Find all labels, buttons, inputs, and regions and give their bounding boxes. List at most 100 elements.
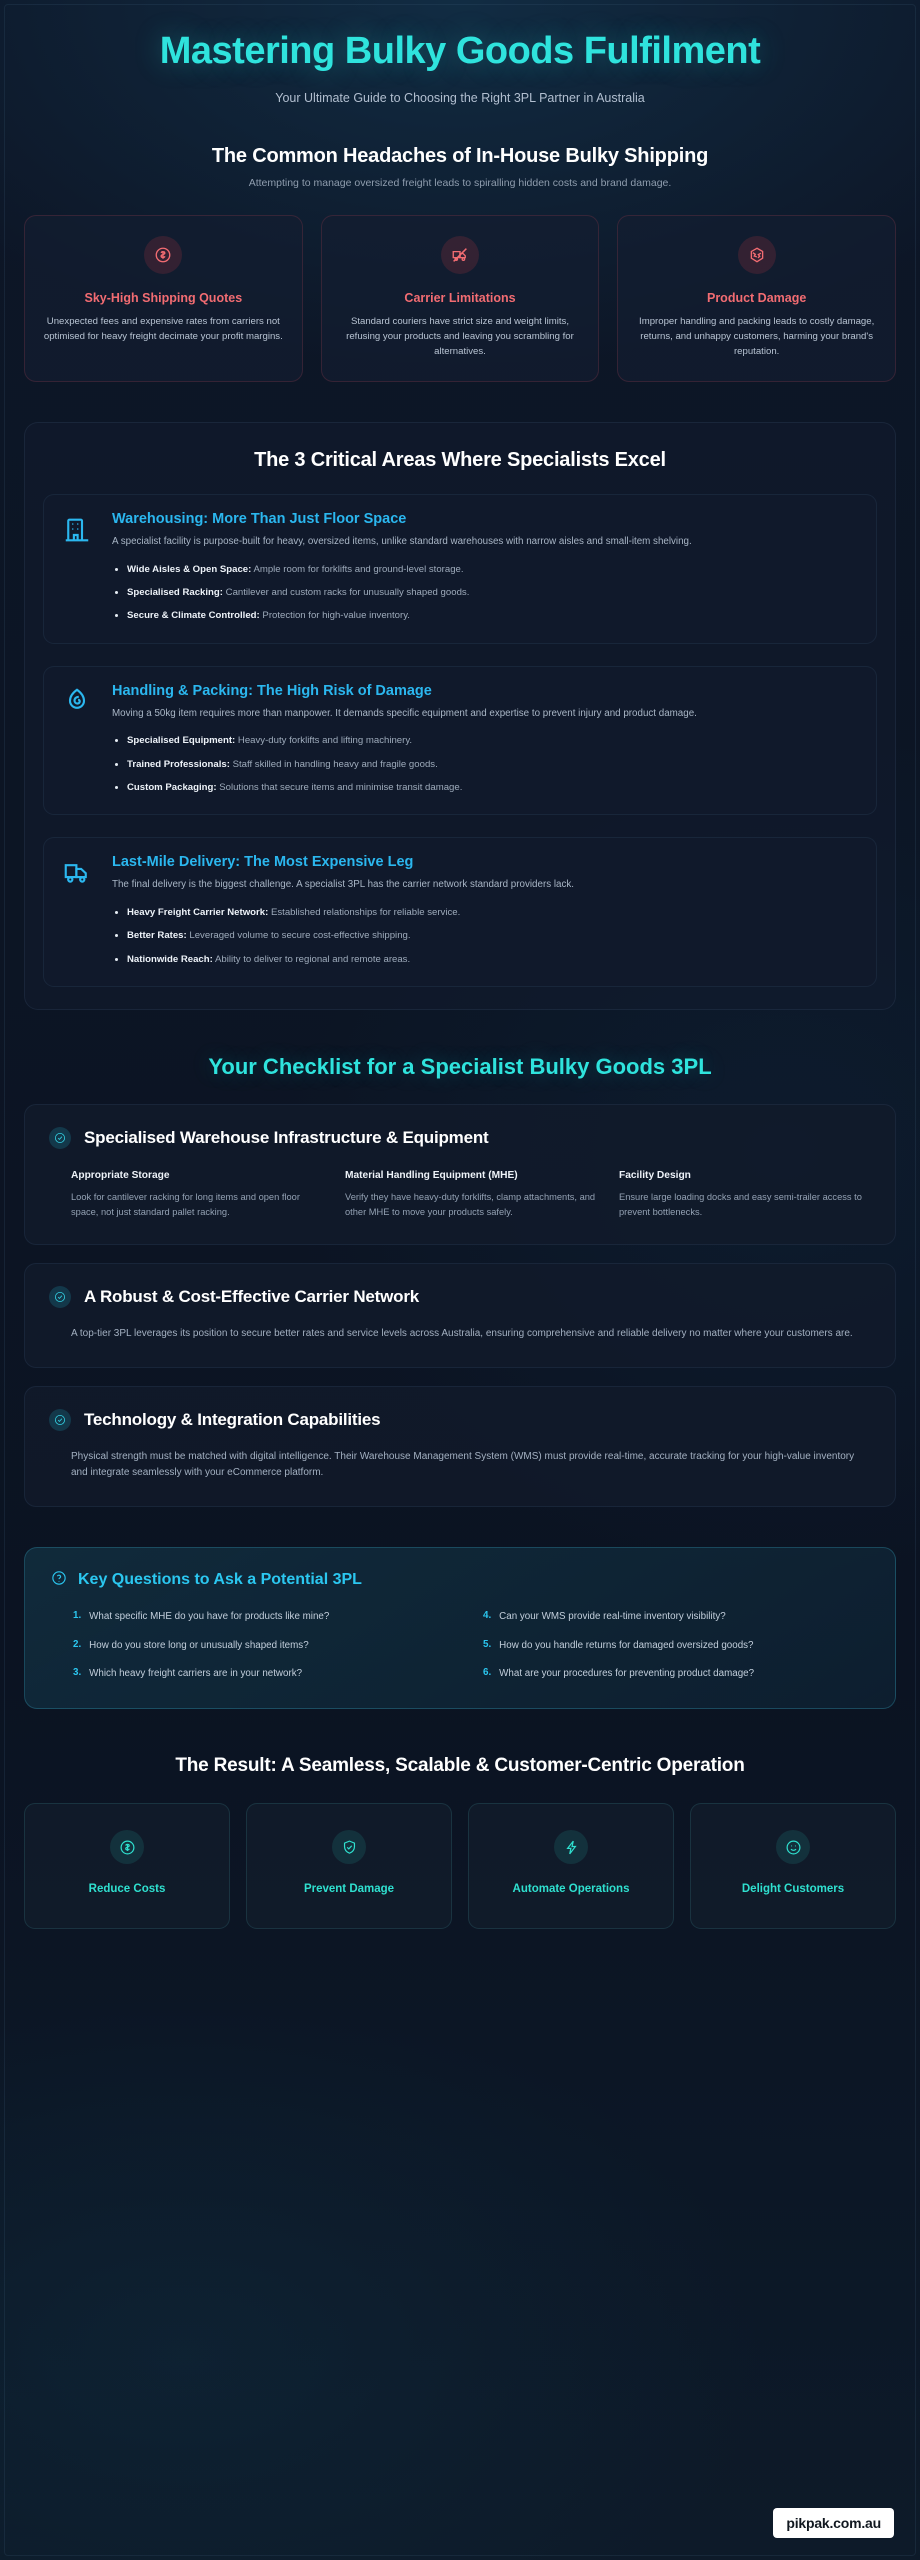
result-grid: Reduce Costs Prevent Damage Automate Ope… xyxy=(24,1803,896,1929)
bullet-item: Specialised Equipment: Heavy-duty forkli… xyxy=(112,734,858,748)
bullet-text: Solutions that secure items and minimise… xyxy=(219,782,463,794)
checklist-card-header: Technology & Integration Capabilities xyxy=(49,1408,871,1431)
checklist-card-header: A Robust & Cost-Effective Carrier Networ… xyxy=(49,1286,871,1309)
question-circle-icon xyxy=(51,1570,67,1591)
result-card: Prevent Damage xyxy=(246,1803,452,1929)
bullet-label: Trained Professionals: xyxy=(127,758,230,770)
critical-area-bullets: Wide Aisles & Open Space: Ample room for… xyxy=(112,563,858,624)
headache-card-body: Standard couriers have strict size and w… xyxy=(346,316,574,357)
key-question-number: 4. xyxy=(483,1609,492,1621)
bullet-text: Staff skilled in handling heavy and frag… xyxy=(232,758,438,770)
broken-box-icon xyxy=(737,235,776,274)
delivery-truck-icon xyxy=(62,854,96,969)
bullet-label: Heavy Freight Carrier Network: xyxy=(127,906,269,918)
headache-card-title: Carrier Limitations xyxy=(404,290,516,305)
key-question-number: 1. xyxy=(73,1609,82,1621)
hero-section: Mastering Bulky Goods Fulfilment Your Ul… xyxy=(0,0,920,111)
result-card-label: Prevent Damage xyxy=(303,1883,395,1896)
shield-check-icon xyxy=(332,1830,366,1865)
zap-icon xyxy=(554,1830,588,1865)
bullet-label: Secure & Climate Controlled: xyxy=(127,610,260,622)
checklist-card: Technology & Integration Capabilities Ph… xyxy=(24,1385,896,1507)
result-card-label: Reduce Costs xyxy=(88,1883,166,1896)
checklist-card-header: Specialised Warehouse Infrastructure & E… xyxy=(49,1127,871,1150)
page-subtitle: Your Ultimate Guide to Choosing the Righ… xyxy=(275,90,645,105)
bullet-item: Specialised Racking: Cantilever and cust… xyxy=(112,586,858,600)
bullet-text: Protection for high-value inventory. xyxy=(262,610,410,622)
check-circle-icon xyxy=(49,1127,71,1150)
result-title: The Result: A Seamless, Scalable & Custo… xyxy=(175,1755,745,1777)
bullet-label: Better Rates: xyxy=(127,930,187,942)
key-question-text: How do you handle returns for damaged ov… xyxy=(499,1639,754,1651)
critical-area-title: Handling & Packing: The High Risk of Dam… xyxy=(112,682,432,699)
check-circle-icon xyxy=(49,1286,71,1309)
result-card-label: Delight Customers xyxy=(741,1883,845,1896)
no-truck-icon xyxy=(440,235,479,274)
key-questions-grid: 1. What specific MHE do you have for pro… xyxy=(51,1610,869,1682)
key-question-item: 1. What specific MHE do you have for pro… xyxy=(73,1610,459,1625)
checklist-card-title: Technology & Integration Capabilities xyxy=(84,1409,381,1429)
checklist-card-title: A Robust & Cost-Effective Carrier Networ… xyxy=(84,1287,420,1307)
key-question-text: Can your WMS provide real-time inventory… xyxy=(499,1610,726,1622)
key-question-number: 2. xyxy=(73,1638,82,1650)
result-card: Automate Operations xyxy=(468,1803,674,1929)
key-question-number: 6. xyxy=(483,1667,492,1679)
critical-area-body: Last-Mile Delivery: The Most Expensive L… xyxy=(112,854,858,969)
key-questions-section: Key Questions to Ask a Potential 3PL 1. … xyxy=(0,1525,920,1710)
result-card-label: Automate Operations xyxy=(512,1883,630,1896)
bullet-label: Specialised Racking: xyxy=(127,587,223,599)
key-question-number: 3. xyxy=(73,1667,82,1679)
headaches-card-grid: Sky-High Shipping Quotes Unexpected fees… xyxy=(24,214,896,383)
bullet-label: Custom Packaging: xyxy=(127,782,217,794)
bullet-item: Better Rates: Leveraged volume to secure… xyxy=(112,929,858,943)
checklist-card-title: Specialised Warehouse Infrastructure & E… xyxy=(84,1128,489,1148)
critical-area-body: Warehousing: More Than Just Floor Space … xyxy=(112,511,858,626)
checklist-column-body: Verify they have heavy-duty forklifts, c… xyxy=(345,1192,596,1218)
critical-area-desc: A specialist facility is purpose-built f… xyxy=(112,536,692,548)
critical-area-title: Warehousing: More Than Just Floor Space xyxy=(112,511,407,528)
watermark-badge: pikpak.com.au xyxy=(773,2508,894,2538)
critical-area-bullets: Specialised Equipment: Heavy-duty forkli… xyxy=(112,734,858,795)
critical-area-title: Last-Mile Delivery: The Most Expensive L… xyxy=(112,854,414,871)
critical-area-bullets: Heavy Freight Carrier Network: Establish… xyxy=(112,906,858,967)
critical-areas-panel: The 3 Critical Areas Where Specialists E… xyxy=(24,422,896,1011)
key-question-item: 3. Which heavy freight carriers are in y… xyxy=(73,1667,459,1682)
checklist-title: Your Checklist for a Specialist Bulky Go… xyxy=(208,1054,712,1080)
headache-card: Sky-High Shipping Quotes Unexpected fees… xyxy=(24,214,303,383)
dollar-circle-icon xyxy=(144,235,183,274)
critical-area-desc: Moving a 50kg item requires more than ma… xyxy=(112,707,697,719)
bullet-item: Nationwide Reach: Ability to deliver to … xyxy=(112,953,858,967)
bullet-text: Ability to deliver to regional and remot… xyxy=(214,953,411,965)
headache-card: Product Damage Improper handling and pac… xyxy=(617,214,896,383)
bullet-label: Nationwide Reach: xyxy=(127,953,213,965)
checklist-column: Appropriate Storage Look for cantilever … xyxy=(71,1169,323,1220)
bullet-item: Trained Professionals: Staff skilled in … xyxy=(112,758,858,772)
check-circle-icon xyxy=(49,1408,71,1431)
key-question-item: 4. Can your WMS provide real-time invent… xyxy=(483,1610,869,1625)
bullet-item: Wide Aisles & Open Space: Ample room for… xyxy=(112,563,858,577)
checklist-column: Facility Design Ensure large loading doc… xyxy=(619,1169,871,1220)
checklist-columns: Appropriate Storage Look for cantilever … xyxy=(49,1169,871,1220)
bullet-text: Heavy-duty forklifts and lifting machine… xyxy=(237,735,413,747)
critical-area-card: Handling & Packing: The High Risk of Dam… xyxy=(43,665,877,816)
key-question-item: 2. How do you store long or unusually sh… xyxy=(73,1639,459,1654)
dollar-circle-icon xyxy=(110,1830,144,1865)
headaches-subtitle: Attempting to manage oversized freight l… xyxy=(248,176,672,189)
key-questions-title: Key Questions to Ask a Potential 3PL xyxy=(78,1571,362,1589)
smile-icon xyxy=(776,1830,810,1865)
key-question-number: 5. xyxy=(483,1638,492,1650)
critical-area-card: Last-Mile Delivery: The Most Expensive L… xyxy=(43,837,877,988)
checklist-column-body: Look for cantilever racking for long ite… xyxy=(71,1192,300,1218)
result-card: Delight Customers xyxy=(690,1803,896,1929)
headache-card-body: Improper handling and packing leads to c… xyxy=(639,316,875,357)
critical-areas-section: The 3 Critical Areas Where Specialists E… xyxy=(0,382,920,1011)
result-section: The Result: A Seamless, Scalable & Custo… xyxy=(0,1709,920,1929)
headaches-title: The Common Headaches of In-House Bulky S… xyxy=(211,144,709,167)
checklist-column-title: Appropriate Storage xyxy=(71,1170,170,1182)
bullet-text: Established relationships for reliable s… xyxy=(270,906,461,918)
key-question-text: Which heavy freight carriers are in your… xyxy=(89,1668,303,1680)
result-card: Reduce Costs xyxy=(24,1803,230,1929)
checklist-card: Specialised Warehouse Infrastructure & E… xyxy=(24,1104,896,1246)
checklist-column-title: Facility Design xyxy=(619,1170,691,1182)
